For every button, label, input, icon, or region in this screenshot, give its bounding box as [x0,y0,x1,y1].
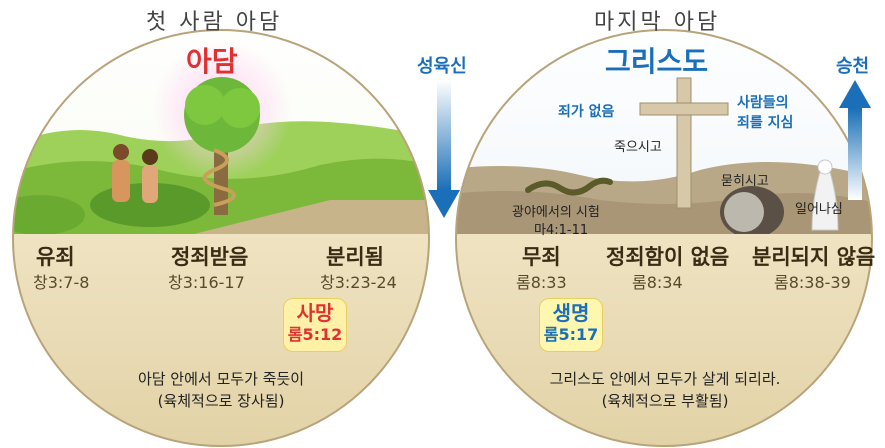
death-word: 사망 [296,301,334,325]
down-arrow [428,80,460,218]
temptation-label: 광야에서의 시험 [512,205,600,220]
bore-sins-label-2: 죄를 지심 [737,115,794,131]
right-circle [456,30,872,446]
right-circle-border [455,29,873,447]
ascension-label: 승천 [836,56,870,77]
condemned-heading: 정죄받음 [171,245,249,269]
life-ref: 롬5:17 [543,325,599,344]
died-label: 죽으시고 [614,140,662,155]
right-footer-line2: (육체적으로 부활됨) [601,392,729,410]
guilty-heading: 유죄 [36,245,75,269]
right-footer-line1: 그리스도 안에서 모두가 살게 되리라. [549,370,781,388]
adam-name: 아담 [186,45,238,78]
bore-sins-label-1: 사람들의 [737,95,789,111]
left-arc-title: 첫 사람 아담 [146,10,283,35]
life-word: 생명 [552,301,590,325]
no-condemnation-ref: 롬8:34 [632,273,683,292]
left-footer-line2: (육체적으로 장사됨) [157,392,285,410]
temptation-ref: 마4:1-11 [534,223,589,238]
death-ref: 롬5:12 [287,325,343,344]
sinless-label: 죄가 없음 [558,104,615,120]
left-footer-line1: 아담 안에서 모두가 죽듯이 [137,370,305,388]
separated-ref: 창3:23-24 [320,273,397,292]
rose-label: 일어나심 [795,202,843,217]
death-box: 사망 롬5:12 [283,298,347,352]
left-circle-border [12,29,430,447]
incarnation-label: 성육신 [417,56,467,77]
condemned-ref: 창3:16-17 [168,273,245,292]
buried-label: 묻히시고 [721,174,769,189]
up-arrow [839,80,871,200]
guilty-ref: 창3:7-8 [33,273,90,292]
not-separated-heading: 분리되지 않음 [752,245,876,269]
innocent-heading: 무죄 [522,245,561,269]
left-circle [13,30,429,446]
not-separated-ref: 롬8:38-39 [774,273,851,292]
separated-heading: 분리됨 [326,245,384,269]
life-box: 생명 롬5:17 [539,298,603,352]
innocent-ref: 롬8:33 [516,273,567,292]
christ-name: 그리스도 [605,45,709,78]
right-arc-title: 마지막 아담 [594,10,721,35]
no-condemnation-heading: 정죄함이 없음 [606,245,730,269]
